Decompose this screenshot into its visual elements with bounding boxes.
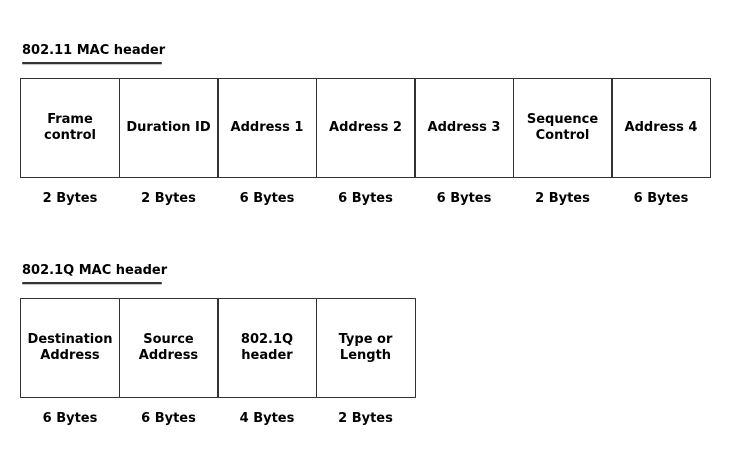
field-table: Destination Address Source Address 802.1… — [20, 298, 416, 426]
size-destination-address: 6 Bytes — [42, 411, 98, 426]
field-frame-control: Frame control — [20, 78, 120, 178]
field-row: Frame control Duration ID Address 1 Addr… — [20, 78, 711, 178]
size-address-2: 6 Bytes — [338, 191, 393, 206]
frame-title: 802.1Q MAC header — [22, 263, 168, 278]
frame-8021q: 802.1Q MAC header Destination Address So… — [20, 262, 416, 426]
size-duration-id: 2 Bytes — [141, 191, 196, 206]
size-frame-control: 2 Bytes — [42, 191, 98, 206]
field-address-3: Address 3 — [414, 78, 514, 178]
title-underline — [22, 62, 162, 64]
frame-80211: 802.11 MAC header Frame control Duration… — [20, 42, 711, 206]
field-row: Destination Address Source Address 802.1… — [20, 298, 416, 398]
size-8021q-header: 4 Bytes — [239, 411, 295, 426]
frame-title: 802.11 MAC header — [22, 43, 166, 58]
size-address-3: 6 Bytes — [436, 191, 492, 206]
field-sequence-control: Sequence Control — [512, 78, 613, 178]
field-source-address: Source Address — [118, 298, 219, 398]
field-address-1: Address 1 — [217, 78, 317, 178]
field-table: Frame control Duration ID Address 1 Addr… — [20, 78, 711, 206]
size-address-1: 6 Bytes — [239, 191, 295, 206]
size-row: 6 Bytes 6 Bytes 4 Bytes 2 Bytes — [20, 411, 416, 426]
size-row: 2 Bytes 2 Bytes 6 Bytes 6 Bytes 6 Bytes … — [20, 191, 711, 206]
field-8021q-header: 802.1Q header — [217, 298, 317, 398]
size-source-address: 6 Bytes — [141, 411, 196, 426]
field-address-2: Address 2 — [315, 78, 416, 178]
size-type-or-length: 2 Bytes — [338, 411, 393, 426]
field-destination-address: Destination Address — [20, 298, 120, 398]
size-address-4: 6 Bytes — [633, 191, 689, 206]
field-address-4: Address 4 — [611, 78, 711, 178]
title-underline — [22, 282, 162, 284]
field-duration-id: Duration ID — [118, 78, 219, 178]
field-type-or-length: Type or Length — [315, 298, 416, 398]
size-sequence-control: 2 Bytes — [535, 191, 590, 206]
